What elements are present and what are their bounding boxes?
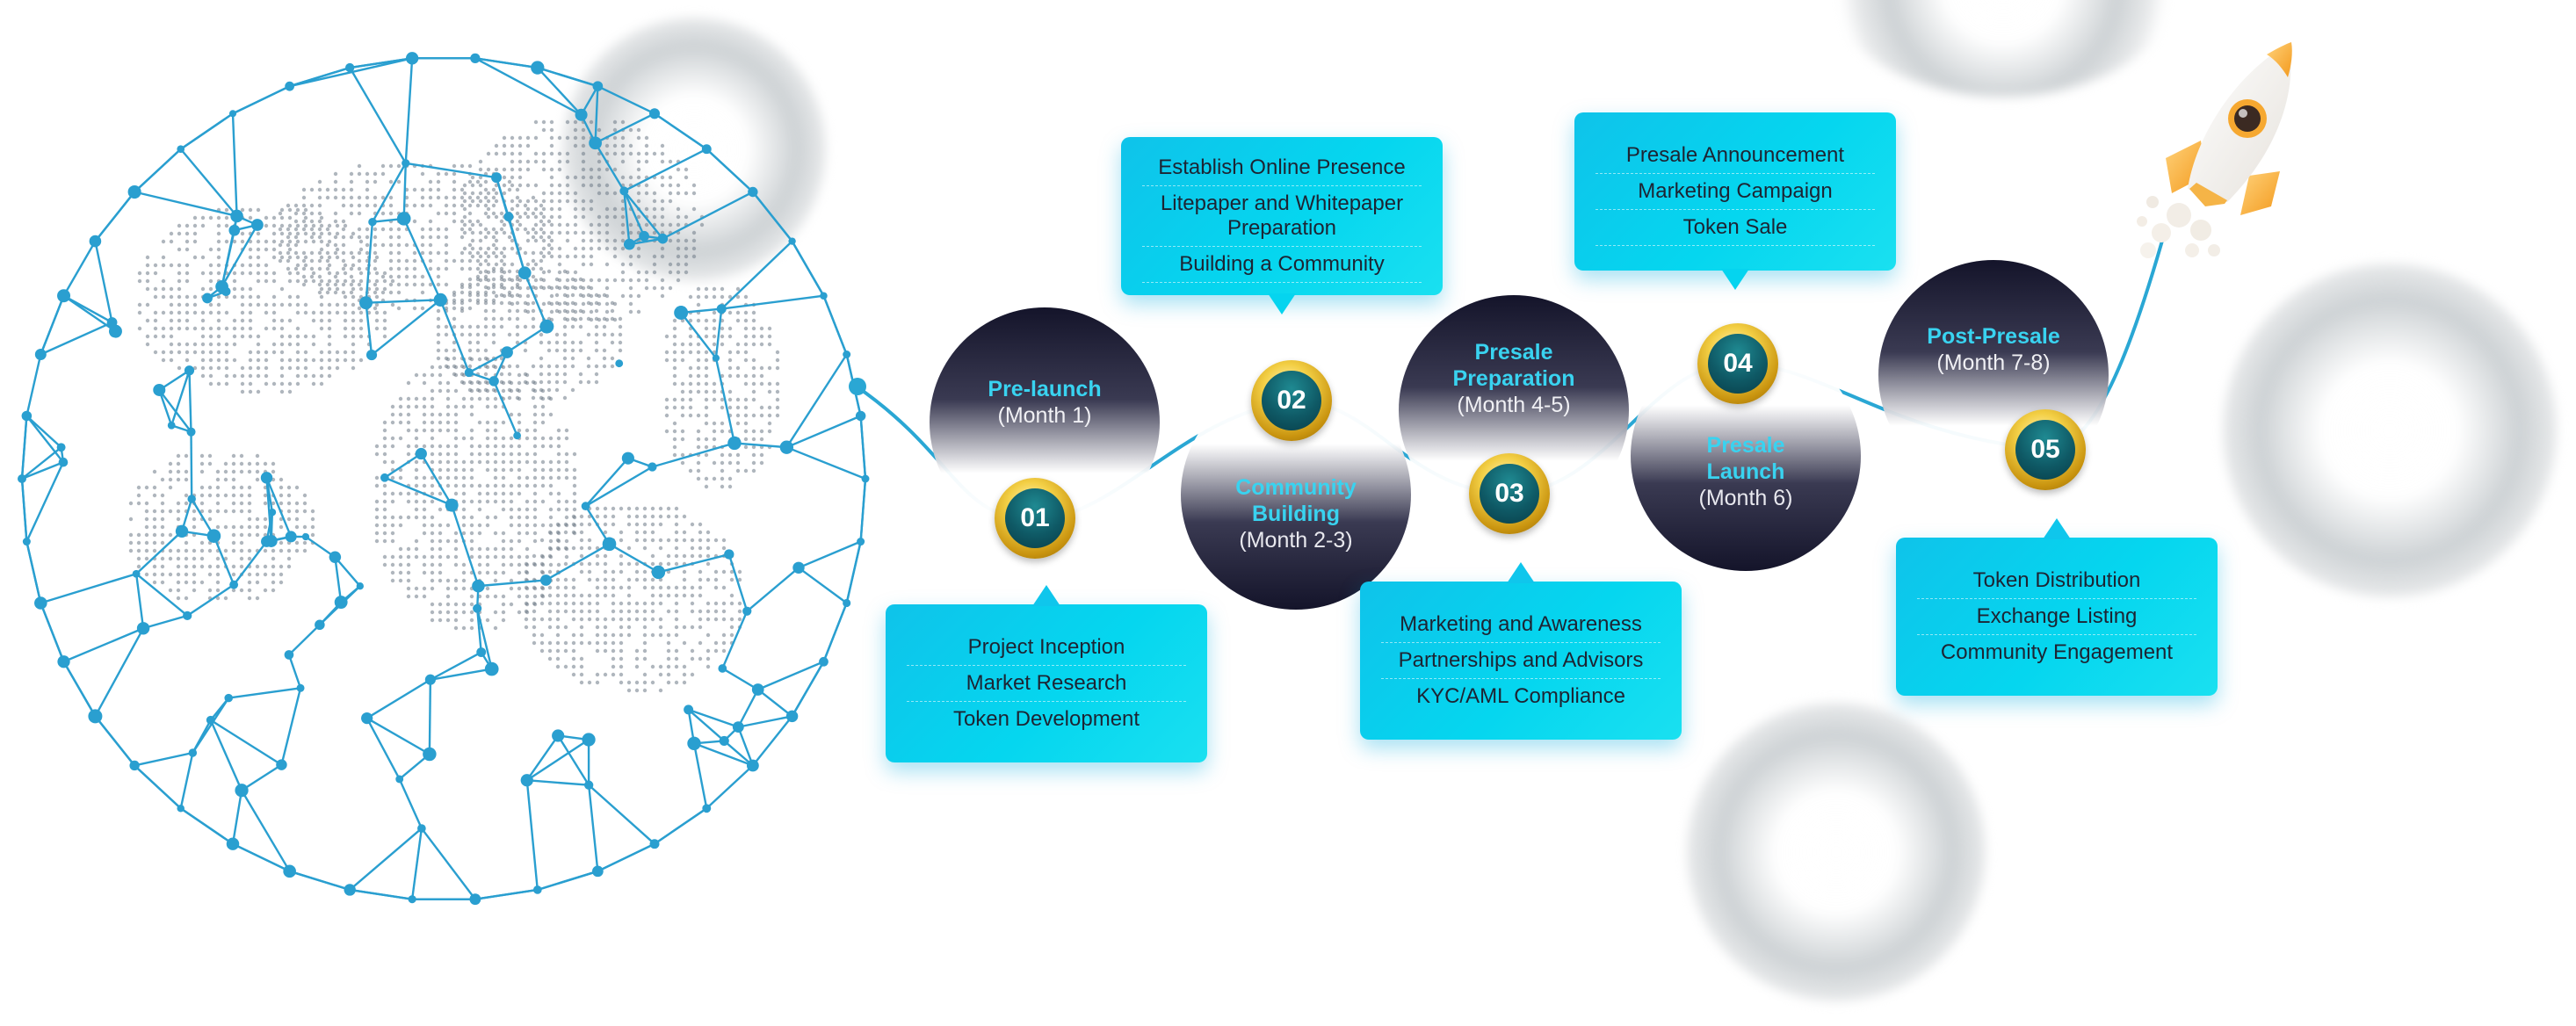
callout-phase-2: Establish Online Presence Litepaper and … [1121, 137, 1443, 314]
phase-title: Community Building [1235, 475, 1357, 526]
phase-title: Presale Preparation [1452, 340, 1575, 391]
callout-phase-5: Token Distribution Exchange Listing Comm… [1896, 518, 2218, 696]
callout-item: Exchange Listing [1917, 599, 2196, 635]
phase-number: 04 [1708, 334, 1768, 394]
callout-phase-3: Marketing and Awareness Partnerships and… [1360, 562, 1682, 740]
decor-blob [2223, 264, 2557, 597]
callout-item: Market Research [907, 666, 1186, 702]
callout-item: Project Inception [907, 630, 1186, 666]
phase-number-badge: 01 [995, 478, 1075, 559]
phase-period: (Month 2-3) [1239, 528, 1353, 553]
rocket-icon [2137, 42, 2292, 258]
callout-pointer [2043, 518, 2071, 539]
callout-item: Partnerships and Advisors [1381, 643, 1661, 679]
network-globe-icon [18, 52, 870, 906]
phase-number-badge: 04 [1697, 323, 1778, 404]
phase-period: (Month 7-8) [1936, 350, 2051, 375]
phase-number: 01 [1005, 488, 1065, 548]
callout-pointer [1507, 562, 1535, 583]
callout-item: Token Sale [1596, 210, 1875, 246]
phase-title: Post-Presale [1927, 324, 2060, 349]
callout-phase-1: Project Inception Market Research Token … [886, 585, 1207, 762]
globe-network-lines [20, 57, 867, 900]
callout-item: Litepaper and Whitepaper Preparation [1142, 186, 1422, 247]
decor-blob [1687, 703, 1986, 1001]
phase-period: (Month 4-5) [1457, 393, 1571, 417]
callout-item: Marketing Campaign [1596, 174, 1875, 210]
callout-item: Token Development [952, 707, 1140, 731]
callout-pointer [1268, 293, 1296, 314]
phase-title: Pre-launch [988, 377, 1102, 401]
callout-item: Marketing and Awareness [1381, 607, 1661, 643]
phase-number: 05 [2015, 420, 2075, 480]
callout-item: Community Engagement [1940, 640, 2174, 664]
phase-period: (Month 6) [1698, 486, 1793, 510]
phase-number-badge: 02 [1251, 360, 1332, 441]
phase-number: 03 [1480, 464, 1539, 524]
decor-blob [562, 18, 826, 281]
phase-number-badge: 03 [1469, 453, 1550, 534]
callout-pointer [1721, 269, 1749, 290]
phase-number: 02 [1262, 371, 1321, 430]
callout-pointer [1032, 585, 1060, 606]
globe-nodes [18, 52, 870, 906]
callout-item: Presale Announcement [1596, 138, 1875, 174]
phase-title: Presale Launch [1706, 433, 1785, 484]
phase-circle-2: Community Building (Month 2-3) [1181, 379, 1411, 610]
callout-phase-4: Presale Announcement Marketing Campaign … [1574, 112, 1896, 290]
callout-item: Building a Community [1142, 247, 1422, 283]
phase-number-badge: 05 [2005, 409, 2086, 490]
callout-item: Establish Online Presence [1142, 150, 1422, 186]
callout-item: KYC/AML Compliance [1416, 684, 1625, 708]
phase-period: (Month 1) [997, 403, 1092, 428]
callout-item: Token Distribution [1917, 563, 2196, 599]
